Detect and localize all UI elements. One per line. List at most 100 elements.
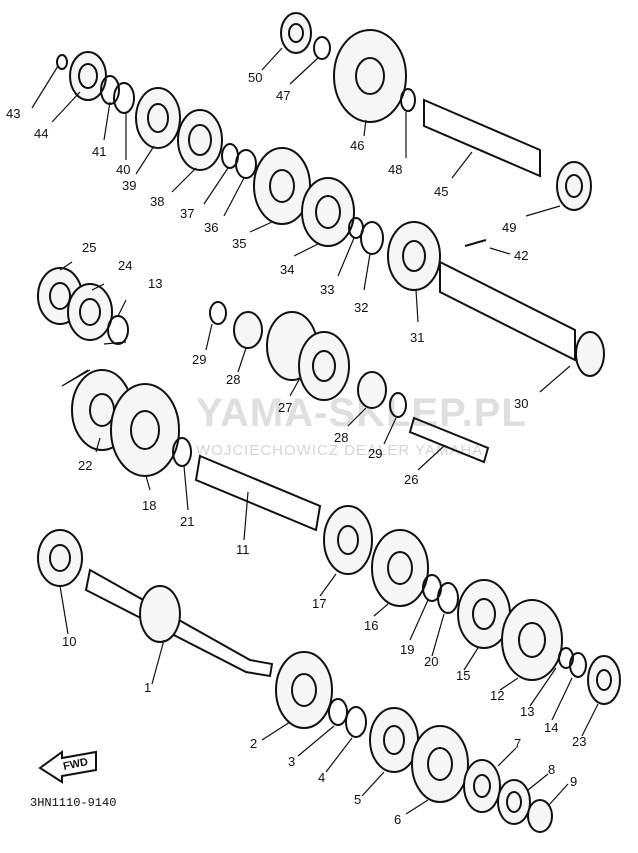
callout-49: 49 bbox=[502, 220, 516, 235]
part-bearing-44 bbox=[69, 51, 107, 101]
middle-assembly bbox=[37, 267, 621, 705]
part-washer-32 bbox=[360, 221, 384, 255]
part-bearing-24 bbox=[67, 283, 113, 341]
part-gear-2 bbox=[275, 651, 333, 729]
callout-21: 21 bbox=[180, 514, 194, 529]
callout-17: 17 bbox=[312, 596, 326, 611]
callout-27: 27 bbox=[278, 400, 292, 415]
callout-12: 12 bbox=[490, 688, 504, 703]
callout-24: 24 bbox=[118, 258, 132, 273]
part-gear-16 bbox=[371, 529, 429, 607]
part-gear-5 bbox=[369, 707, 419, 773]
callout-8: 8 bbox=[548, 762, 555, 777]
callout-16: 16 bbox=[364, 618, 378, 633]
callout-22: 22 bbox=[78, 458, 92, 473]
callout-5: 5 bbox=[354, 792, 361, 807]
callout-23: 23 bbox=[572, 734, 586, 749]
callout-43: 43 bbox=[6, 106, 20, 121]
part-washer-14 bbox=[569, 652, 587, 678]
callout-38: 38 bbox=[150, 194, 164, 209]
callout-37: 37 bbox=[180, 206, 194, 221]
callout-42: 42 bbox=[514, 248, 528, 263]
callout-14: 14 bbox=[544, 720, 558, 735]
callout-50: 50 bbox=[248, 70, 262, 85]
part-gear-18 bbox=[110, 383, 180, 477]
part-main-axle-30 bbox=[439, 260, 576, 362]
part-gear-31 bbox=[387, 221, 441, 291]
callout-15: 15 bbox=[456, 668, 470, 683]
callout-28-lower: 28 bbox=[334, 430, 348, 445]
part-nut-9 bbox=[527, 799, 553, 833]
callout-2: 2 bbox=[250, 736, 257, 751]
part-gear-7 bbox=[463, 759, 501, 813]
part-shaft-11 bbox=[194, 454, 322, 532]
part-shaft-26 bbox=[408, 416, 490, 464]
callout-26: 26 bbox=[404, 472, 418, 487]
callout-34: 34 bbox=[280, 262, 294, 277]
part-washer-29-upper bbox=[209, 301, 227, 325]
fwd-arrow-icon bbox=[38, 750, 97, 784]
part-washer-29-lower bbox=[389, 392, 407, 418]
part-gear-46 bbox=[333, 29, 407, 123]
part-bearing-23 bbox=[587, 655, 621, 705]
part-gear-17 bbox=[323, 505, 373, 575]
callout-48: 48 bbox=[388, 162, 402, 177]
part-washer-20 bbox=[437, 582, 459, 614]
callout-labels: 1 2 3 4 5 6 7 8 9 10 11 12 13 13 14 15 1… bbox=[6, 70, 586, 827]
part-circlip-40 bbox=[113, 82, 135, 114]
callout-44: 44 bbox=[34, 126, 48, 141]
part-gear-12 bbox=[501, 599, 563, 681]
callout-7: 7 bbox=[514, 736, 521, 751]
part-bushing-28-lower bbox=[357, 371, 387, 409]
callout-30: 30 bbox=[514, 396, 528, 411]
part-bearing-8 bbox=[497, 779, 531, 825]
lower-assembly bbox=[37, 529, 553, 833]
callout-31: 31 bbox=[410, 330, 424, 345]
callout-4: 4 bbox=[318, 770, 325, 785]
part-circlip-43 bbox=[56, 54, 68, 70]
part-bushing-28-upper bbox=[233, 311, 263, 349]
callout-45: 45 bbox=[434, 184, 448, 199]
callout-9: 9 bbox=[570, 774, 577, 789]
callout-19: 19 bbox=[400, 642, 414, 657]
part-gear-38 bbox=[177, 109, 223, 171]
callout-25: 25 bbox=[82, 240, 96, 255]
watermark-subtitle: WOJCIECHOWICZ DEALER YAMAHA bbox=[196, 442, 483, 459]
part-pin-42 bbox=[464, 239, 487, 247]
part-washer-36 bbox=[235, 149, 257, 179]
fwd-label: FWD bbox=[62, 756, 89, 773]
callout-33: 33 bbox=[320, 282, 334, 297]
callout-10: 10 bbox=[62, 634, 76, 649]
part-gear-34 bbox=[301, 177, 355, 247]
callout-41: 41 bbox=[92, 144, 106, 159]
callout-36: 36 bbox=[204, 220, 218, 235]
callout-29-upper: 29 bbox=[192, 352, 206, 367]
callout-1: 1 bbox=[144, 680, 151, 695]
part-circlip-13-upper bbox=[107, 315, 129, 345]
callout-13-lower: 13 bbox=[520, 704, 534, 719]
part-circlip-48 bbox=[400, 88, 416, 112]
callout-39: 39 bbox=[122, 178, 136, 193]
part-main-shaft-1 bbox=[84, 568, 274, 678]
callout-6: 6 bbox=[394, 812, 401, 827]
callout-47: 47 bbox=[276, 88, 290, 103]
callout-3: 3 bbox=[288, 754, 295, 769]
fwd-arrow: FWD bbox=[38, 750, 97, 784]
callout-18: 18 bbox=[142, 498, 156, 513]
part-circlip-13-lower bbox=[558, 647, 574, 669]
part-circlip-4 bbox=[345, 706, 367, 738]
callout-40: 40 bbox=[116, 162, 130, 177]
part-bearing-50 bbox=[280, 12, 312, 54]
callout-13-upper: 13 bbox=[148, 276, 162, 291]
part-washer-47 bbox=[313, 36, 331, 60]
part-gear-6 bbox=[411, 725, 469, 803]
callout-32: 32 bbox=[354, 300, 368, 315]
callout-20: 20 bbox=[424, 654, 438, 669]
drawing-code: 3HN1110-9140 bbox=[30, 796, 116, 810]
upper-shaft-assembly bbox=[56, 12, 605, 377]
callout-28-upper: 28 bbox=[226, 372, 240, 387]
part-bearing-10 bbox=[37, 529, 83, 587]
leader-lines bbox=[31, 47, 599, 815]
part-drive-axle-45 bbox=[423, 98, 541, 178]
